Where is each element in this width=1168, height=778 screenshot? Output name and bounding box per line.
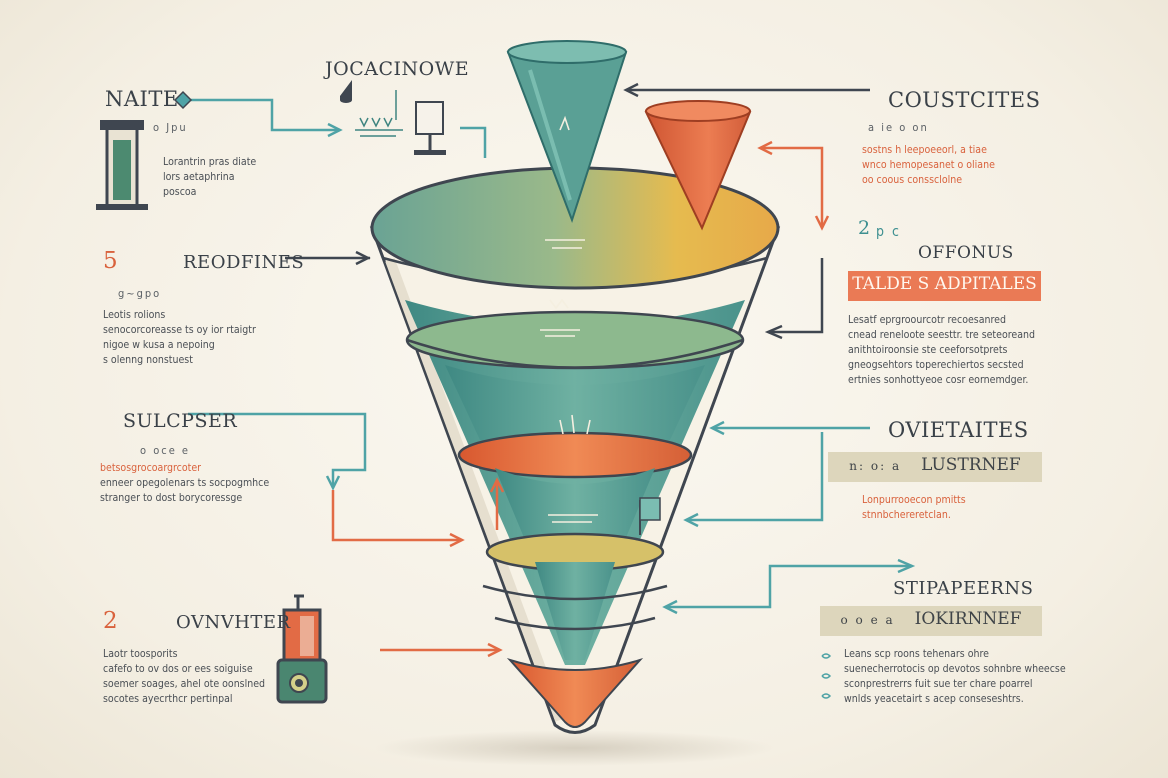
funnel-band-1 [405, 310, 745, 370]
text-right-1: Lesatf eprgroourcotr recoesanred [848, 314, 1006, 326]
text-bottom-right-3: sconprestrerrs fuit sue ter chare poarre… [844, 678, 1033, 690]
funnel-shadow [375, 730, 775, 766]
text-left-4: s olenng nonstuest [103, 354, 193, 366]
text-top-left-3: poscoa [163, 186, 197, 198]
text-right-3: anithtoiroonsie ste ceeforsotprets [848, 344, 1008, 356]
text-bottom-left-2: cafefo to ov dos or ees soiguise [103, 663, 253, 675]
text-bottom-right-2: suenecherrotocis op devotos sohnbre whee… [844, 663, 1066, 675]
label-left-sub: g~gpo [118, 287, 162, 300]
number-right: 2 [858, 217, 871, 239]
text-left-2: senocorcoreasse ts oy ior rtaigtr [103, 324, 256, 336]
text-left-1: Leotis rolions [103, 309, 166, 321]
text-mid-right-2: stnnbchereretclan. [862, 509, 951, 521]
lamp-icon [414, 101, 446, 155]
funnel-band-2 [457, 431, 693, 479]
jar-icon [96, 90, 193, 210]
text-top-left-2: lors aetaphrina [163, 171, 235, 183]
number-left: 5 [103, 248, 118, 274]
text-bottom-left-4: socotes ayecrthcr pertinpal [103, 693, 233, 705]
label-top-right-heading: COUSTCITES [888, 88, 1041, 112]
text-mid-left-orange: betsosgrocoargrcoter [100, 462, 202, 474]
connector-top-left [190, 98, 340, 132]
funnel-tip [506, 657, 644, 728]
text-mid-left-2: stranger to dost borycoressge [100, 492, 243, 504]
text-left-3: nigoe w kusa a nepoing [103, 339, 215, 351]
label-top-left-heading: NAITE [105, 87, 179, 111]
text-mid-right-1: Lonpurrooecon pmitts [862, 494, 966, 506]
connector-bottom-right [665, 564, 912, 609]
label-mid-left-sub: o oce e [140, 444, 191, 457]
text-right-2: cnead reneloote seesttr. tre seteoreand [848, 329, 1035, 341]
text-mid-left-1: enneer opegolenars ts socpogmhce [100, 477, 270, 489]
text-bottom-right-1: Leans scp roons tehenars ohre [844, 648, 989, 660]
text-bottom-left-3: soemer soages, ahel ote oonslned [103, 678, 266, 690]
label-top-center: JOCACINOWE [325, 58, 470, 80]
number-bottom-left: 2 [103, 608, 118, 634]
connector-mid-left [188, 412, 367, 488]
text-bottom-right-4: wnlds yeacetairt s acep conseseshtrs. [844, 693, 1024, 705]
text-top-right-1: sostns h leepoeeorl, a tiae [862, 144, 987, 156]
label-top-right-sub: a ie o on [868, 121, 929, 134]
flag-icon [639, 497, 661, 535]
pencil-icon [340, 80, 352, 103]
text-right-5: ertnies sonhottyeoe cosr eornemdger. [848, 374, 1029, 386]
text-bottom-left-1: Laotr toosporits [103, 648, 178, 660]
pill-right: TALDE S ADPITALES [848, 271, 1041, 301]
label-right-sub: p c [876, 224, 901, 240]
label-bottom-right-heading: STIPAPEERNS [893, 578, 1034, 599]
text-right-4: gneogsehtors toperechiertos secsted [848, 359, 1024, 371]
battery-icon [276, 594, 328, 704]
text-top-left-1: Lorantrin pras diate [163, 156, 257, 168]
text-top-right-3: oo coous conssclolne [862, 174, 963, 186]
label-top-left-sub: o Jpu [153, 121, 188, 134]
label-left-heading: REODFINES [183, 252, 305, 273]
label-bottom-left-heading: OVNVHTER [176, 612, 291, 633]
text-top-right-2: wnco hemopesanet o oliane [862, 159, 995, 171]
connector-right-mid [770, 258, 824, 334]
connector-orange-left [331, 490, 462, 542]
label-right-heading: OFFONUS [918, 243, 1014, 263]
label-mid-right-heading: OVIETAITES [888, 418, 1029, 442]
label-mid-left-heading: SULCPSER [123, 410, 238, 432]
connector-orange-right [760, 146, 824, 228]
